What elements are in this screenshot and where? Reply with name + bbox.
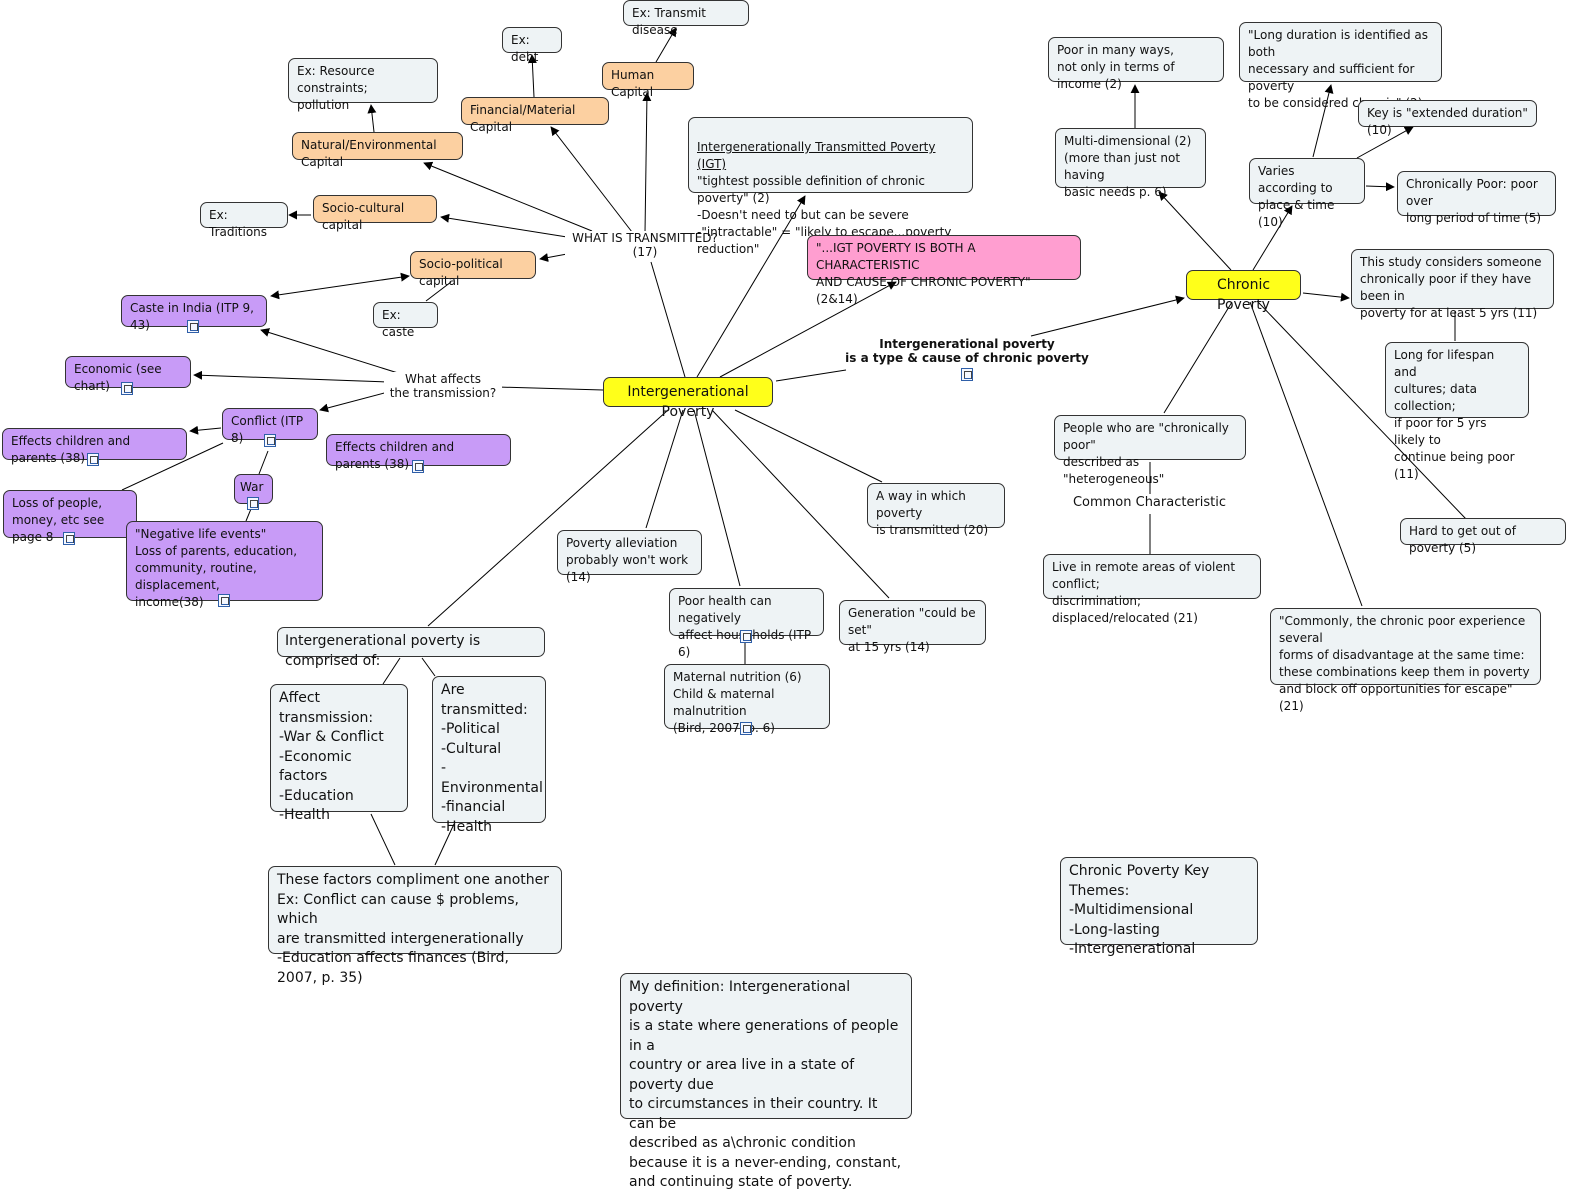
natural-capital-node[interactable]: Natural/Environmental Capital (292, 132, 463, 169)
poor-many-ways-node[interactable]: Poor in many ways, not only in terms of … (1048, 37, 1224, 91)
ex-resource-node[interactable]: Ex: Resource constraints; pollution (288, 58, 438, 112)
varies-node[interactable]: Varies according to place & time (10) (1249, 158, 1365, 229)
connector-layer (121, 27, 1467, 866)
note-icon[interactable] (740, 722, 752, 735)
note-icon[interactable] (740, 630, 752, 643)
financial-capital-node[interactable]: Financial/Material Capital (461, 97, 609, 134)
sociocultural-capital-node[interactable]: Socio-cultural capital (313, 195, 437, 232)
note-icon[interactable] (247, 497, 259, 510)
igt-definition-node[interactable]: Intergenerationally Transmitted Poverty … (688, 117, 973, 256)
this-study-node[interactable]: This study considers someone chronically… (1351, 249, 1554, 320)
ex-caste-node[interactable]: Ex: caste (373, 302, 438, 339)
chronically-poor-node[interactable]: Chronically Poor: poor over long period … (1397, 171, 1556, 225)
are-transmitted-node[interactable]: Are transmitted: -Political -Cultural -E… (432, 676, 546, 835)
hard-to-get-out-node[interactable]: Hard to get out of poverty (5) (1400, 518, 1566, 555)
human-capital-node[interactable]: Human Capital (602, 62, 694, 99)
chronic-poverty-node[interactable]: Chronic Poverty (1186, 270, 1301, 313)
type-and-cause-label[interactable]: Intergenerational poverty is a type & ca… (842, 337, 1092, 365)
remote-areas-node[interactable]: Live in remote areas of violent conflict… (1043, 554, 1261, 625)
poverty-alleviation-node[interactable]: Poverty alleviation probably won't work … (557, 530, 702, 584)
ex-debt-node[interactable]: Ex: debt (502, 27, 562, 64)
note-icon[interactable] (63, 532, 75, 545)
note-icon[interactable] (87, 453, 99, 466)
note-icon[interactable] (961, 368, 973, 381)
negative-life-events-node[interactable]: "Negative life events" Loss of parents, … (126, 521, 323, 609)
way-transmitted-node[interactable]: A way in which poverty is transmitted (2… (867, 483, 1005, 537)
heterogeneous-node[interactable]: People who are "chronically poor" descri… (1054, 415, 1246, 486)
ex-traditions-node[interactable]: Ex: Traditions (200, 202, 288, 239)
comprised-of-node[interactable]: Intergenerational poverty is comprised o… (277, 627, 545, 669)
igt-title: Intergenerationally Transmitted Poverty … (697, 140, 936, 171)
maternal-nutrition-node[interactable]: Maternal nutrition (6) Child & maternal … (664, 664, 830, 735)
note-icon[interactable] (121, 382, 133, 395)
multi-dimensional-node[interactable]: Multi-dimensional (2) (more than just no… (1055, 128, 1206, 199)
igt-quote-node[interactable]: "...IGT POVERTY IS BOTH A CHARACTERISTIC… (807, 235, 1081, 306)
note-icon[interactable] (412, 460, 424, 473)
note-icon[interactable] (264, 434, 276, 447)
what-is-transmitted-label[interactable]: WHAT IS TRANSMITTED? (17) (565, 231, 725, 259)
ex-transmit-disease-node[interactable]: Ex: Transmit disease (623, 0, 749, 37)
affect-transmission-node[interactable]: Affect transmission: -War & Conflict -Ec… (270, 684, 408, 823)
my-definition-node[interactable]: My definition: Intergenerational poverty… (620, 973, 912, 1190)
intergenerational-poverty-node[interactable]: Intergenerational Poverty (603, 377, 773, 420)
long-lifespan-node[interactable]: Long for lifespan and cultures; data col… (1385, 342, 1529, 481)
key-extended-duration-node[interactable]: Key is "extended duration" (10) (1358, 100, 1537, 137)
note-icon[interactable] (218, 594, 230, 607)
factors-compliment-node[interactable]: These factors compliment one another Ex:… (268, 866, 562, 986)
common-characteristic-label[interactable]: Common Characteristic (1072, 495, 1227, 510)
note-icon[interactable] (187, 320, 199, 333)
long-duration-node[interactable]: "Long duration is identified as both nec… (1239, 22, 1442, 110)
igt-body: "tightest possible definition of chronic… (697, 174, 952, 256)
key-themes-node[interactable]: Chronic Poverty Key Themes: -Multidimens… (1060, 857, 1258, 957)
generation-node[interactable]: Generation "could be set" at 15 yrs (14) (839, 600, 986, 654)
loss-of-people-node[interactable]: Loss of people, money, etc see page 8 (3, 490, 137, 544)
sociopolitical-capital-node[interactable]: Socio-political capital (410, 251, 536, 288)
poor-health-node[interactable]: Poor health can negatively affect househ… (669, 588, 824, 659)
what-affects-label[interactable]: What affects the transmission? (384, 372, 502, 400)
commonly-quote-node[interactable]: "Commonly, the chronic poor experience s… (1270, 608, 1541, 713)
